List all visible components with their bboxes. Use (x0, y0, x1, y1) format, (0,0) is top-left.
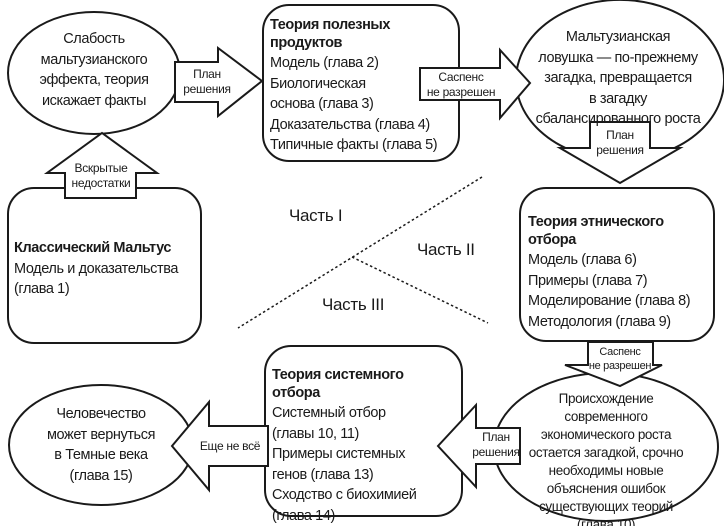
arrow-label-plan1: План решения (176, 67, 238, 97)
text-line: необходимы новые (548, 463, 664, 478)
text-line: (глава 10) (576, 517, 636, 526)
text-line: недостатки (71, 176, 131, 190)
text-line: сбалансированного роста (535, 111, 701, 127)
text-line: в загадку (588, 90, 648, 107)
divider-line (351, 256, 489, 324)
arrow-right-suspense1 (419, 47, 532, 121)
text-line: План (482, 430, 510, 444)
text-line: остается загадкой, срочно (528, 445, 684, 460)
part-2-label: Часть II (417, 240, 475, 259)
text-line: Модель (глава 6) (528, 252, 637, 268)
text-line: решения (183, 82, 231, 96)
part-3-label: Часть III (322, 295, 385, 314)
box-title: Теория полезных (270, 17, 391, 33)
box-title: продуктов (270, 34, 343, 51)
text-line: План (193, 67, 221, 81)
arrow-label-plan2: План решения (588, 128, 652, 158)
arrow-label-flaws: Вскрытые недостатки (62, 161, 140, 191)
text-line: (главы 10, 11) (272, 425, 359, 442)
text-line: Слабость (63, 31, 125, 47)
text-line: может вернуться (46, 426, 156, 443)
arrow-label-not-all: Еще не всё (190, 439, 270, 454)
text-line: существующих теорий (539, 499, 673, 514)
text-line: экономического роста (540, 427, 672, 442)
text-line: мальтузианского (40, 51, 148, 68)
text-line: Происхождение (558, 391, 654, 406)
text-line: Типичные факты (глава 5) (270, 137, 438, 153)
part-dividers (237, 176, 489, 329)
text-line: решения (596, 143, 644, 157)
text-line: решения (472, 445, 520, 459)
text-line: современного (564, 409, 648, 424)
text-line: Сходство с биохимией (272, 487, 417, 503)
text-line: генов (глава 13) (272, 466, 374, 483)
text-line: (глава 15) (69, 467, 133, 484)
text-line: Саспенс (438, 70, 484, 84)
box-title: Теория системного (272, 367, 404, 383)
origin-text: Происхождение современного экономическог… (500, 390, 712, 526)
box-title: Классический Мальтус (14, 240, 172, 256)
arrow-label-suspense2: Саспенс не разрешен (580, 345, 660, 373)
trap-ellipse (515, 0, 724, 153)
arrow-down-suspense2 (564, 341, 663, 388)
text-line: Системный отбор (272, 405, 386, 421)
text-line: объяснения ошибок (546, 481, 666, 496)
text-line: в Темные века (54, 447, 148, 463)
text-line: эффекта, теория (39, 72, 149, 88)
text-line: (глава 14) (272, 507, 335, 524)
text-line: загадка, превращается (544, 70, 692, 86)
text-line: Модель и доказательства (14, 260, 179, 277)
text-line: Методология (глава 9) (528, 313, 671, 330)
text-line: основа (глава 3) (270, 96, 374, 112)
text-line: Моделирование (глава 8) (528, 293, 691, 309)
box-title: отбора (528, 231, 576, 248)
text-line: Доказательства (глава 4) (270, 116, 430, 133)
arrow-label-suspense1: Саспенс не разрешен (420, 70, 502, 100)
arrow-right-plan1 (174, 46, 264, 119)
text-line: Вскрытые (74, 161, 128, 175)
systemic-text: Теория системного отбора Системный отбор… (272, 365, 417, 526)
text-line: Мальтузианская (565, 29, 671, 45)
arrow-up-flaws (43, 131, 161, 199)
box-title: отбора (272, 384, 320, 401)
text-line: Биологическая (270, 75, 366, 92)
text-line: Саспенс (599, 346, 641, 358)
text-line: Примеры системных (272, 446, 406, 462)
arrow-down-plan2 (556, 121, 684, 185)
text-line: Человечество (56, 406, 146, 422)
part-1-label: Часть I (289, 206, 343, 225)
trap-text: Мальтузианская ловушка — по-прежнему заг… (518, 27, 718, 130)
text-line: не разрешен (588, 360, 652, 372)
text-line: не разрешен (426, 85, 496, 99)
arrow-left-not-all (170, 399, 269, 493)
text-line: ловушка — по-прежнему (538, 49, 698, 66)
text-line: Еще не всё (199, 439, 261, 453)
useful-products-text: Теория полезных продуктов Модель (глава … (270, 15, 438, 156)
text-line: искажает факты (41, 92, 147, 109)
text-line: Модель (глава 2) (270, 55, 379, 71)
text-line: План (606, 128, 634, 142)
arrow-left-plan3 (436, 402, 521, 490)
text-line: Примеры (глава 7) (528, 272, 648, 289)
classic-text: Классический Мальтус Модель и доказатель… (14, 238, 178, 300)
arrow-label-plan3: План решения (470, 430, 522, 460)
weakness-text: Слабость мальтузианского эффекта, теория… (24, 29, 164, 111)
ethnic-text: Теория этнического отбора Модель (глава … (528, 212, 691, 332)
box-title: Теория этнического (528, 214, 664, 230)
dark-ages-text: Человечество может вернуться в Темные ве… (26, 404, 176, 486)
text-line: (глава 1) (14, 281, 70, 297)
